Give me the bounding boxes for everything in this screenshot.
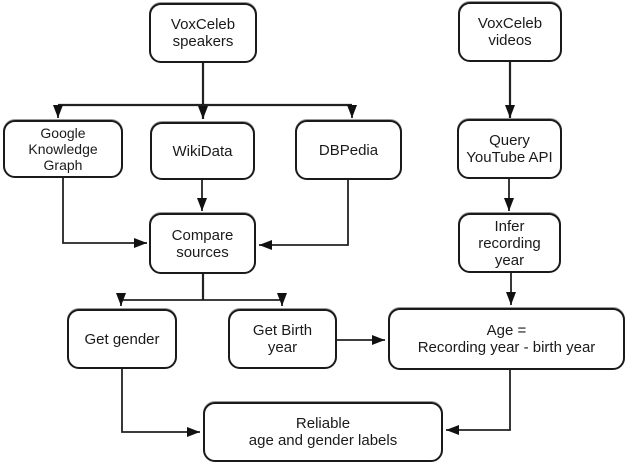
node-google-knowledge-graph: Google Knowledge Graph	[3, 120, 123, 178]
node-query-youtube-api: Query YouTube API	[457, 119, 562, 179]
edge-age-to-reliable	[446, 370, 511, 435]
node-voxceleb-speakers: VoxCeleb speakers	[149, 3, 257, 63]
node-get-birth-year: Get Birth year	[228, 309, 337, 369]
edge-dbpedia-to-compare	[259, 180, 349, 250]
node-voxceleb-videos: VoxCeleb videos	[458, 2, 562, 62]
edge-google-kg-to-compare	[62, 178, 147, 248]
node-get-gender: Get gender	[67, 309, 177, 369]
edge-get-gender-to-reliable	[121, 369, 200, 437]
node-compare-sources: Compare sources	[149, 213, 256, 274]
node-age-formula: Age = Recording year - birth year	[388, 308, 625, 370]
node-dbpedia: DBPedia	[295, 120, 402, 180]
node-wikidata: WikiData	[150, 122, 255, 180]
node-reliable-labels: Reliable age and gender labels	[203, 402, 443, 462]
node-infer-recording-year: Infer recording year	[458, 213, 561, 273]
